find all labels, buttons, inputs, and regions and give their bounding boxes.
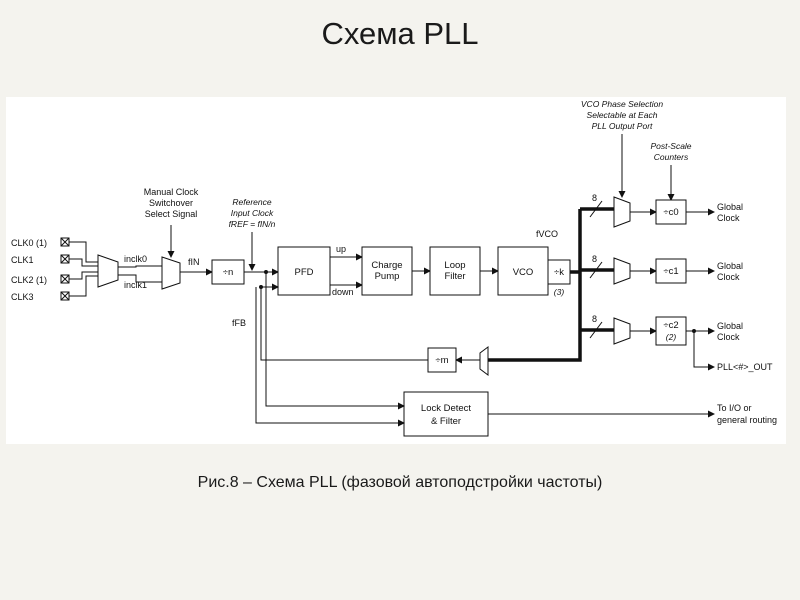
bus-width-2: 8 bbox=[592, 254, 597, 264]
up-label: up bbox=[336, 244, 346, 254]
phase-select-mux-1 bbox=[613, 257, 631, 285]
fin-label: fIN bbox=[188, 257, 200, 267]
div-m-block bbox=[427, 347, 457, 373]
counter-c0-label: ÷c0 bbox=[663, 207, 678, 218]
lock-detect-label-2: & Filter bbox=[431, 416, 461, 427]
global-clock-0-line2: Clock bbox=[717, 213, 740, 223]
global-clock-1-line2: Clock bbox=[717, 272, 740, 282]
switchover-label-3: Select Signal bbox=[145, 209, 198, 219]
lock-detect-block bbox=[403, 391, 489, 437]
feedback-select-mux bbox=[479, 346, 489, 376]
div-m-label: ÷m bbox=[435, 355, 448, 366]
phase-selection-label-3: PLL Output Port bbox=[592, 121, 653, 131]
phase-select-mux-0 bbox=[613, 196, 631, 228]
global-clock-2-line2: Clock bbox=[717, 332, 740, 342]
clock-inputs: CLK0 (1) CLK1 CLK2 (1) CLK3 bbox=[11, 237, 98, 302]
inclk0-label: inclk0 bbox=[124, 254, 147, 264]
switchover-label-2: Switchover bbox=[149, 198, 193, 208]
figure-caption: Рис.8 – Схема PLL (фазовой автоподстройк… bbox=[197, 474, 603, 491]
charge-pump-block bbox=[361, 246, 413, 296]
input-pin-icon bbox=[60, 237, 70, 301]
phase-selection-label-1: VCO Phase Selection bbox=[581, 99, 663, 109]
clk0-label: CLK0 (1) bbox=[11, 238, 47, 248]
clk3-label: CLK3 bbox=[11, 292, 34, 302]
counter-c2-note: (2) bbox=[666, 332, 677, 342]
counter-c2-label: ÷c2 bbox=[663, 320, 678, 331]
clk1-label: CLK1 bbox=[11, 255, 34, 265]
post-scale-label-1: Post-Scale bbox=[650, 141, 691, 151]
ref-clock-label-1: Reference bbox=[232, 197, 271, 207]
switchover-mux bbox=[161, 256, 181, 290]
vco-label: VCO bbox=[513, 267, 534, 278]
div-n-label: ÷n bbox=[223, 267, 234, 278]
pll-block-diagram: CLK0 (1) CLK1 CLK2 (1) CLK3 inclk0 inclk… bbox=[6, 97, 786, 444]
post-scale-label-2: Counters bbox=[654, 152, 689, 162]
ffb-label: fFB bbox=[232, 318, 246, 328]
pll-diagram-svg: CLK0 (1) CLK1 CLK2 (1) CLK3 inclk0 inclk… bbox=[11, 99, 777, 437]
div-k-note: (3) bbox=[554, 287, 565, 297]
io-routing-line1: To I/O or bbox=[717, 403, 752, 413]
down-label: down bbox=[332, 287, 354, 297]
lock-detect-label-1: Lock Detect bbox=[421, 403, 472, 414]
pfd-block bbox=[277, 246, 331, 296]
div-k-label: ÷k bbox=[554, 267, 564, 278]
clk2-label: CLK2 (1) bbox=[11, 275, 47, 285]
input-select-mux bbox=[97, 254, 119, 288]
charge-pump-label-1: Charge bbox=[371, 260, 402, 271]
fvco-label: fVCO bbox=[536, 229, 558, 239]
ref-clock-label-2: Input Clock bbox=[231, 208, 274, 218]
bus-width-1: 8 bbox=[592, 193, 597, 203]
bus-width-3: 8 bbox=[592, 314, 597, 324]
inclk1-label: inclk1 bbox=[124, 280, 147, 290]
global-clock-2-line1: Global bbox=[717, 321, 743, 331]
loop-filter-block bbox=[429, 246, 481, 296]
charge-pump-label-2: Pump bbox=[375, 271, 400, 282]
loop-filter-label-1: Loop bbox=[444, 260, 465, 271]
counter-c1-label: ÷c1 bbox=[663, 266, 678, 277]
pll-out-label: PLL<#>_OUT bbox=[717, 362, 773, 372]
pfd-label: PFD bbox=[295, 267, 314, 278]
global-clock-1-line1: Global bbox=[717, 261, 743, 271]
ref-clock-label-3: fREF = fIN/n bbox=[229, 219, 276, 229]
io-routing-line2: general routing bbox=[717, 415, 777, 425]
phase-selection-label-2: Selectable at Each bbox=[587, 110, 658, 120]
loop-filter-label-2: Filter bbox=[444, 271, 465, 282]
phase-select-mux-2 bbox=[613, 317, 631, 345]
slide-title: Схема PLL bbox=[321, 16, 479, 51]
switchover-label-1: Manual Clock bbox=[144, 187, 199, 197]
global-clock-0-line1: Global bbox=[717, 202, 743, 212]
vco-phase-bus bbox=[488, 200, 614, 362]
vco-block bbox=[497, 246, 549, 296]
